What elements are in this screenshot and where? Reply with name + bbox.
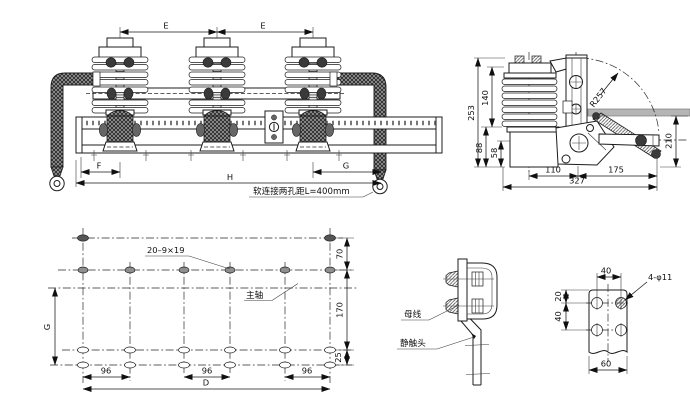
flexible-connector-left [49,72,98,192]
dim-label-plan-g: G [42,324,52,330]
note-label: 软连接两孔距L=400mm [253,185,350,197]
side-view: R257 253 140 88 58 210 110 175 327 [466,52,690,191]
static-contact-label: 静触头 [400,337,426,349]
main-shaft-label: 主轴 [246,289,263,301]
dim-label-plate-40-top: 40 [601,266,612,276]
dim-label-e2: E [260,21,265,31]
side-mechanism [555,112,662,166]
side-dims-horizontal: 110 175 327 [502,158,658,191]
side-dims-vertical: 253 140 88 58 210 [466,57,688,168]
busbar-detail: 母线 静触头 [397,258,498,386]
dim-label-96b: 96 [202,366,213,376]
mounting-holes [77,234,336,369]
dim-label-d: D [203,378,209,388]
static-contact-callout: 静触头 [397,336,475,350]
plate-detail: 4-φ11 40 20 40 60 [553,266,672,374]
busbar-plate [457,258,468,322]
dimension-e: E E [119,21,314,38]
busbar-label: 母线 [404,308,422,320]
plate-holes-callout: 4-φ11 [624,272,672,301]
dim-label-140: 140 [480,90,490,106]
dim-label-70: 70 [335,249,345,260]
arm-knob [635,134,647,147]
plate-holes-label: 4-φ11 [648,272,672,282]
busbar-callout: 母线 [401,304,460,321]
dim-label-f: F [97,161,102,171]
dim-label-e1: E [163,21,168,31]
flexible-link-note: 软连接两孔距L=400mm [249,185,374,198]
dim-label-25: 25 [333,352,343,363]
dim-label-88: 88 [474,143,484,154]
dim-label-g: G [343,161,349,171]
dim-label-110: 110 [545,165,561,175]
dim-label-plate-60: 60 [601,359,612,369]
dimension-r257: R257 [587,72,619,109]
terminal-eyelet-right [372,178,388,195]
dim-label-58: 58 [489,148,499,159]
plan-view: 20–9×19 主轴 G 70 170 25 96 96 [42,228,357,392]
dimension-fgh: F G H [75,157,382,187]
dim-label-plate-20: 20 [553,291,563,302]
front-view: E E F G H 软连接两孔距L=400mm [49,21,443,198]
side-contact-arm [549,54,588,133]
plan-dims-right: 70 170 25 [333,237,354,366]
flexible-connector-right [335,72,388,195]
dim-label-253: 253 [466,105,476,121]
side-insulator [501,55,558,127]
dim-label-170: 170 [335,302,345,318]
blade-open-position [587,108,690,117]
indicator-plate [264,110,284,144]
dim-label-h: H [227,172,233,182]
dim-label-96a: 96 [101,366,112,376]
side-base [506,126,560,168]
slot-callout: 20–9×19 [145,245,231,270]
dim-label-175: 175 [608,165,624,175]
dim-label-327: 327 [569,176,585,186]
dim-label-210: 210 [664,133,674,149]
main-shaft-callout: 主轴 [244,283,299,301]
dim-label-r257: R257 [587,86,608,109]
dim-label-plate-40-left: 40 [553,311,563,322]
static-contact-strap [460,318,491,386]
plan-dim-g: G [42,287,58,366]
plate-dims: 40 20 40 60 [553,266,628,374]
dim-label-96c: 96 [302,366,313,376]
plan-dims-bottom: 96 96 96 D [82,366,331,392]
slot-label: 20–9×19 [147,245,185,255]
terminal-eyelet-left [49,175,65,192]
